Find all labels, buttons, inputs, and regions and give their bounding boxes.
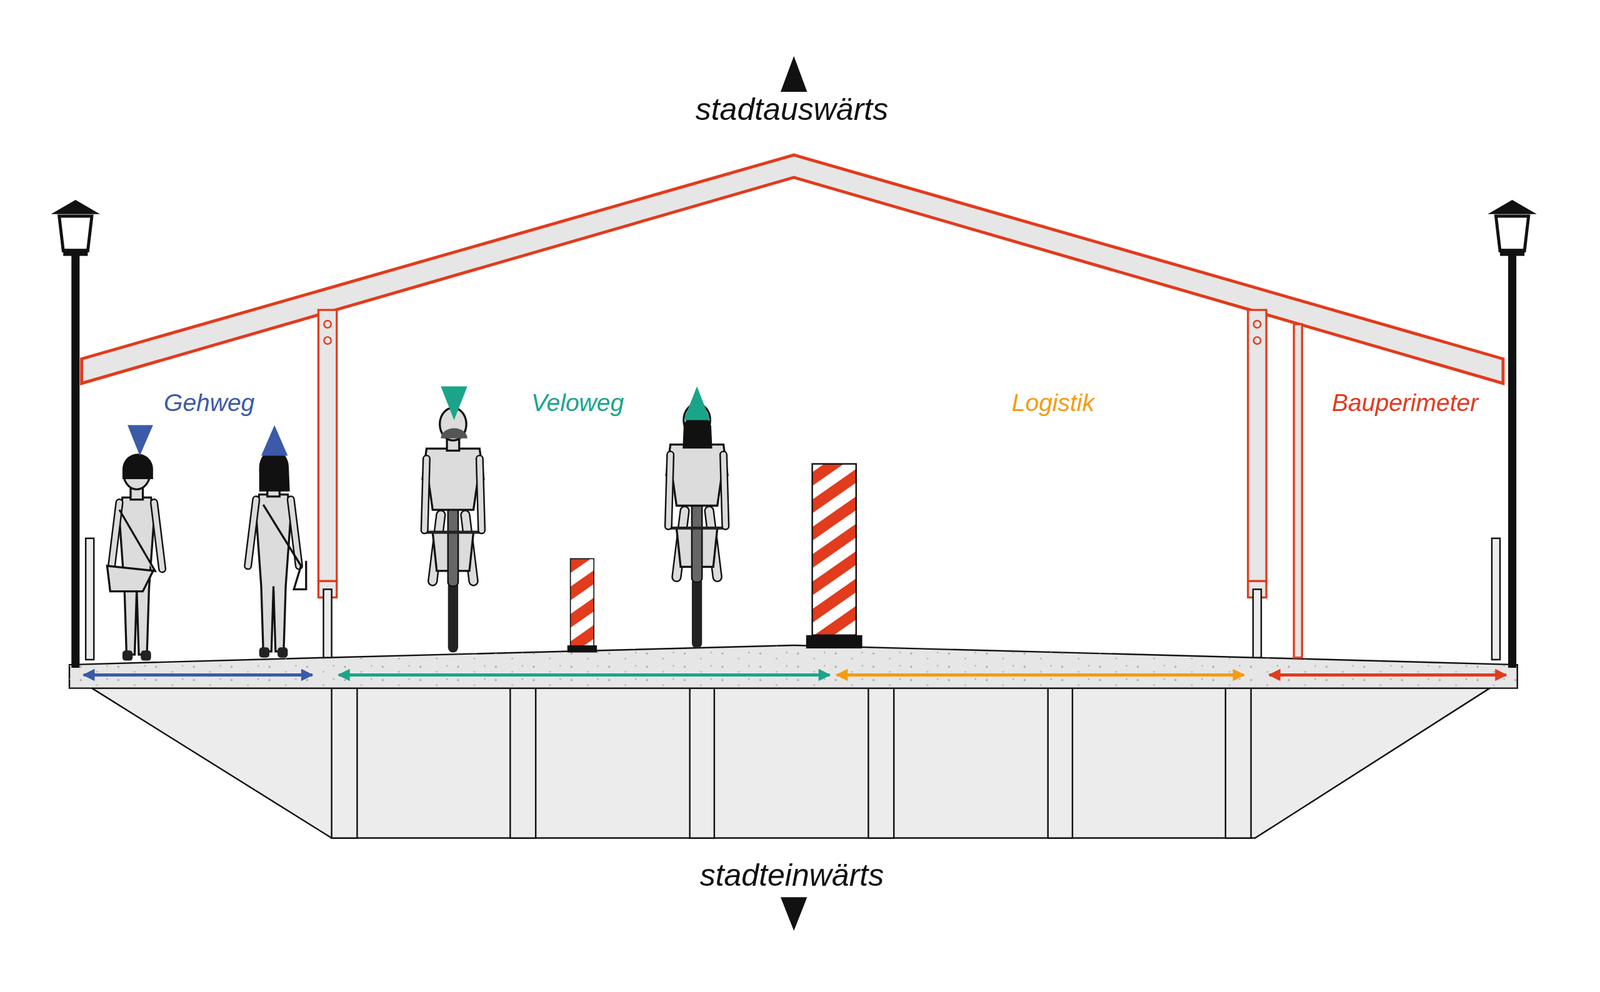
zone-label: Veloweg	[531, 389, 624, 417]
direction-label: stadtauswärts	[695, 91, 889, 127]
direction-label: stadteinwärts	[700, 858, 885, 893]
zone-label: Bauperimeter	[1331, 389, 1479, 417]
zone-label: Logistik	[1011, 389, 1095, 417]
zone-label: Gehweg	[163, 389, 255, 417]
